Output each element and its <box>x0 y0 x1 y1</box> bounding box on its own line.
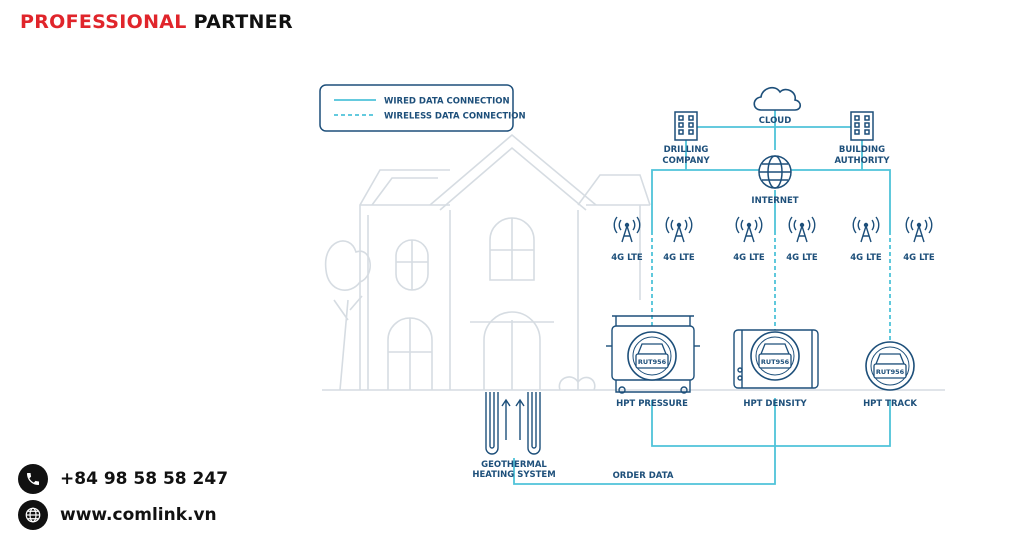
antenna-icon <box>788 216 816 243</box>
building-authority-node: BUILDING AUTHORITY <box>834 111 890 166</box>
internet-node: INTERNET <box>751 155 799 206</box>
lte-towers: 4G LTE 4G LTE 4G LTE 4G LTE <box>611 216 935 263</box>
building-icon <box>674 111 698 141</box>
lte-label: 4G LTE <box>611 253 643 263</box>
legend: WIRED DATA CONNECTION WIRELESS DATA CONN… <box>319 84 526 132</box>
antenna-icon <box>735 216 763 243</box>
router-icon: RUT956 <box>750 331 800 381</box>
phone-icon <box>18 464 48 494</box>
legend-wireless-label: WIRELESS DATA CONNECTION <box>384 112 526 122</box>
order-data-label: ORDER DATA <box>613 471 674 481</box>
drilling-company-node: DRILLING COMPANY <box>662 111 710 166</box>
lte-label: 4G LTE <box>663 253 695 263</box>
router-label: RUT956 <box>761 358 790 366</box>
hpt-pressure-label: HPT PRESSURE <box>616 399 688 409</box>
geothermal-label-2: HEATING SYSTEM <box>472 470 555 480</box>
hpt-density-node: RUT956 HPT DENSITY <box>733 329 819 409</box>
legend-wired-label: WIRED DATA CONNECTION <box>384 97 510 107</box>
wireless-connections <box>651 238 891 340</box>
lte-tower: 4G LTE <box>850 216 882 263</box>
antenna-icon <box>905 216 933 243</box>
lte-label: 4G LTE <box>733 253 765 263</box>
geothermal-node: GEOTHERMAL HEATING SYSTEM <box>472 392 556 480</box>
contact-phone: +84 98 58 58 247 <box>18 464 228 494</box>
router-label: RUT956 <box>876 368 905 376</box>
cloud-label: CLOUD <box>759 116 792 126</box>
cloud-icon <box>753 86 802 111</box>
brand-partner: PARTNER <box>193 11 293 33</box>
wired-connections <box>513 110 891 485</box>
antenna-icon <box>613 216 641 243</box>
lte-label: 4G LTE <box>850 253 882 263</box>
lte-label: 4G LTE <box>786 253 818 263</box>
building-icon <box>850 111 874 141</box>
lte-tower: 4G LTE <box>733 216 765 263</box>
geothermal-label-1: GEOTHERMAL <box>481 460 547 470</box>
hpt-track-node: RUT956 HPT TRACK <box>863 341 917 409</box>
lte-tower: 4G LTE <box>611 216 643 263</box>
legend-box <box>319 84 514 132</box>
drilling-label-2: COMPANY <box>662 156 710 166</box>
building-label-1: BUILDING <box>839 145 885 155</box>
internet-label: INTERNET <box>751 196 798 206</box>
router-icon: RUT956 <box>865 341 915 391</box>
router-icon: RUT956 <box>627 331 677 381</box>
globe-icon <box>758 155 792 189</box>
hpt-pressure-node: RUT956 HPT PRESSURE <box>606 315 700 409</box>
lte-tower: 4G LTE <box>903 216 935 263</box>
antenna-icon <box>852 216 880 243</box>
building-label-2: AUTHORITY <box>834 156 890 166</box>
geothermal-pipes-icon <box>485 392 541 455</box>
lte-label: 4G LTE <box>903 253 935 263</box>
phone-number: +84 98 58 58 247 <box>60 469 229 489</box>
house-illustration <box>322 133 945 391</box>
brand-professional: PROFESSIONAL <box>20 11 187 33</box>
lte-tower: 4G LTE <box>786 216 818 263</box>
router-label: RUT956 <box>638 358 667 366</box>
cloud-node: CLOUD <box>753 86 802 126</box>
website-url: www.comlink.vn <box>60 505 217 525</box>
brand-title: PROFESSIONAL PARTNER <box>20 11 293 33</box>
antenna-icon <box>665 216 693 243</box>
drilling-label-1: DRILLING <box>664 145 709 155</box>
hpt-track-label: HPT TRACK <box>863 399 917 409</box>
hpt-density-label: HPT DENSITY <box>743 399 807 409</box>
globe-icon <box>18 500 48 530</box>
lte-tower: 4G LTE <box>663 216 695 263</box>
contact-website: www.comlink.vn <box>18 500 217 530</box>
